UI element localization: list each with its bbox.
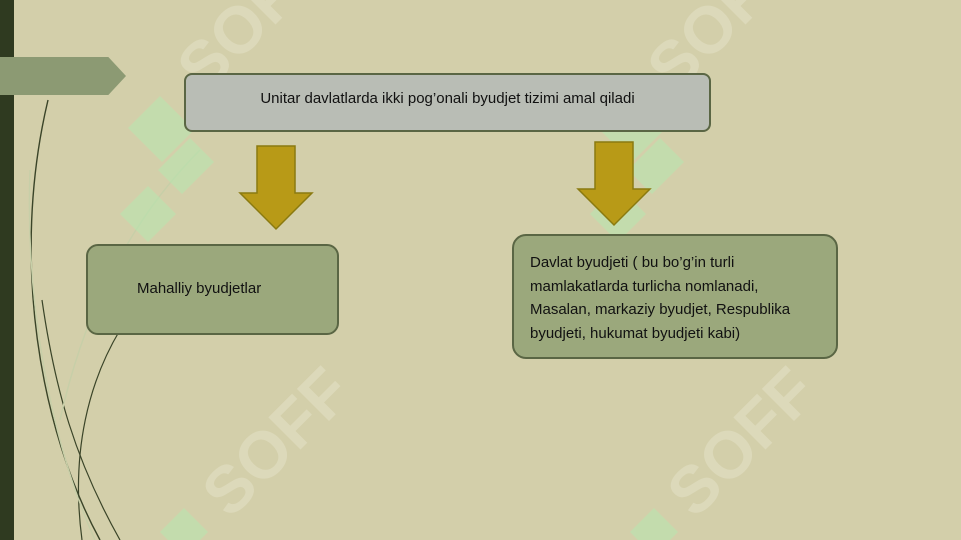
right-node-line-3: Masalan, markaziy byudjet, Respublika [530, 301, 791, 318]
left-node-text: Mahalliy byudjetlar [137, 280, 262, 297]
header-tab-arrow [0, 57, 126, 95]
down-arrow-left [238, 145, 314, 231]
left-accent-bar [0, 0, 14, 540]
right-node: Davlat byudjeti ( bu bo’g’in turli mamla… [512, 234, 838, 359]
left-node: Mahalliy byudjetlar [86, 244, 339, 335]
right-node-line-4: byudjeti, hukumat byudjeti kabi) [530, 324, 741, 342]
top-node-text: Unitar davlatlarda ikki pog’onali byudje… [260, 90, 635, 107]
top-node: Unitar davlatlarda ikki pog’onali byudje… [184, 73, 711, 132]
right-node-line-1: Davlat byudjeti ( bu bo’g’in turli [530, 254, 735, 271]
down-arrow-right [576, 141, 652, 227]
right-node-line-2: mamlakatlarda turlicha nomlanadi, [530, 277, 759, 295]
